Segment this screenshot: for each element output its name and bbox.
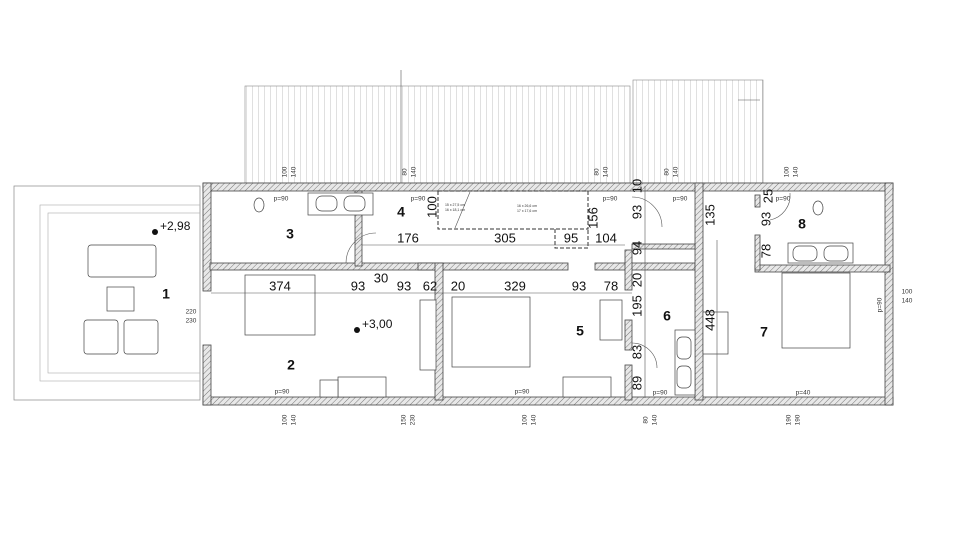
dimension: 20: [629, 273, 644, 287]
stair-note: 17 x 17,6 cm: [517, 209, 537, 213]
terrace: [13, 185, 201, 401]
dimension: 329: [504, 278, 526, 293]
dimension: 10: [629, 179, 644, 193]
door-width: p=90: [776, 196, 791, 203]
dimension: 448: [702, 309, 717, 331]
svg-text:190: 190: [786, 414, 793, 425]
level-marker-icon: [152, 229, 158, 235]
room-label-2: 2: [287, 357, 295, 373]
door-width: p=90: [877, 297, 884, 312]
dimension: 104: [595, 230, 617, 245]
furniture: [244, 192, 854, 398]
dimension: 195: [629, 295, 644, 317]
armchair: [123, 319, 159, 355]
room-label-6: 6: [663, 308, 671, 324]
dimension: 93: [397, 278, 411, 293]
door-width: p=90: [274, 196, 289, 203]
dimension: 305: [494, 230, 516, 245]
dimension: 100: [424, 196, 439, 218]
svg-text:220: 220: [186, 309, 197, 316]
room-label-3: 3: [286, 226, 294, 242]
svg-text:80: 80: [594, 168, 601, 176]
svg-text:140: 140: [652, 414, 659, 425]
stair-note: 16 x 26,6 cm: [517, 204, 537, 208]
dimension: 156: [585, 207, 600, 229]
dimension: 83: [629, 345, 644, 359]
roof-slats-right: [632, 79, 764, 184]
door-width: p=90: [673, 196, 688, 203]
door-width: p=90: [411, 196, 426, 203]
svg-text:140: 140: [793, 166, 800, 177]
dimension: 95: [564, 230, 578, 245]
elevation-terrace: +2,98: [160, 219, 191, 233]
bed: [451, 296, 531, 368]
dimension: 78: [758, 244, 773, 258]
svg-text:230: 230: [186, 318, 197, 325]
dimension: 93: [629, 205, 644, 219]
room-label-5: 5: [576, 323, 584, 339]
staircase: 15 x 27,5 cm 16 x 18,1 cm 16 x 26,6 cm 1…: [437, 190, 589, 249]
walls: [202, 182, 894, 406]
coffee-table: [106, 286, 135, 312]
svg-text:80: 80: [402, 168, 409, 176]
stair-note: 15 x 27,5 cm: [445, 203, 465, 207]
room-label-4: 4: [397, 204, 405, 220]
level-marker-icon: [354, 327, 360, 333]
svg-text:100: 100: [282, 414, 289, 425]
svg-text:140: 140: [902, 298, 913, 305]
svg-text:140: 140: [673, 166, 680, 177]
room-label-7: 7: [760, 324, 768, 340]
armchair: [83, 319, 119, 355]
door-width: p=90: [515, 389, 530, 396]
svg-text:100: 100: [784, 166, 791, 177]
dimension: 78: [604, 278, 618, 293]
dimension: 94: [629, 241, 644, 255]
stair-note: 16 x 18,1 cm: [445, 208, 465, 212]
door-width: p=90: [275, 389, 290, 396]
svg-text:80: 80: [643, 416, 650, 424]
svg-text:140: 140: [531, 414, 538, 425]
svg-text:100: 100: [282, 166, 289, 177]
door-width: p=40: [796, 390, 811, 397]
dimension: 30: [374, 270, 388, 285]
bed: [781, 272, 851, 349]
elevation-floor: +3,00: [362, 317, 393, 331]
dimension: 93: [758, 212, 773, 226]
dimension: 20: [451, 278, 465, 293]
dimension: 25: [760, 189, 775, 203]
dimension: 176: [397, 230, 419, 245]
door-width: p=90: [653, 390, 668, 397]
dimension: 135: [702, 204, 717, 226]
svg-text:80: 80: [664, 168, 671, 176]
dimension: 89: [629, 376, 644, 390]
svg-text:140: 140: [291, 166, 298, 177]
svg-text:140: 140: [291, 414, 298, 425]
window-sizes: 100 140 80 140 80 140 80 140 100 140 100…: [186, 166, 913, 425]
svg-text:190: 190: [795, 414, 802, 425]
dimension: 62: [423, 278, 437, 293]
sofa: [87, 244, 157, 278]
dimension: 93: [572, 278, 586, 293]
room-label-8: 8: [798, 216, 806, 232]
door-swings: [345, 192, 791, 369]
room-label-1: 1: [162, 286, 170, 302]
svg-text:140: 140: [411, 166, 418, 177]
svg-text:140: 140: [603, 166, 610, 177]
svg-text:230: 230: [410, 414, 417, 425]
svg-text:100: 100: [522, 414, 529, 425]
dimension: 374: [269, 278, 291, 293]
bed: [244, 274, 316, 336]
dimension: 93: [351, 278, 365, 293]
door-width: p=90: [603, 196, 618, 203]
roof-slats-left: [244, 85, 631, 184]
svg-text:150: 150: [401, 414, 408, 425]
svg-text:100: 100: [902, 289, 913, 296]
